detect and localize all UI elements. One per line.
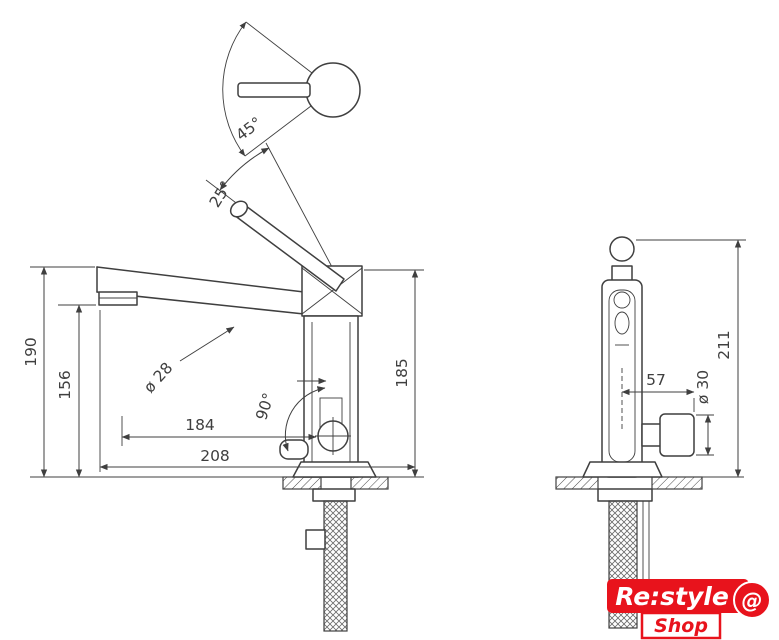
body-detail-circle — [613, 291, 631, 309]
rear-view-dimensions: 57 ø 30 211 — [621, 239, 746, 478]
side-offset-label: 57 — [646, 371, 666, 389]
joint-diagonal-2 — [301, 267, 363, 315]
handle-lever-top-view — [237, 82, 311, 98]
side-outlet-block — [659, 413, 695, 457]
aerator — [98, 291, 138, 306]
counter-section-rear-right — [651, 476, 703, 490]
swivel-angle-label: 45° — [233, 114, 266, 145]
supply-hose — [323, 500, 348, 632]
filter-lever — [279, 439, 309, 460]
inner-reach-label: 184 — [185, 416, 215, 434]
spout-diameter-leader — [179, 326, 235, 362]
body-detail-oval — [614, 311, 630, 335]
counter-section-rear-left — [555, 476, 599, 490]
logo-banner — [607, 579, 749, 613]
swivel-upper-radial-line — [245, 21, 313, 74]
outer-reach-label: 208 — [200, 447, 230, 465]
spout-diameter-label: ø 28 — [140, 359, 176, 396]
base-flange — [292, 461, 377, 478]
shop-logo: Re:style Shop @ — [607, 579, 771, 640]
swivel-arc — [222, 21, 247, 157]
side-view-faucet — [30, 142, 424, 632]
mounting-nut — [305, 529, 326, 550]
side-view-dimensions: 190 156 184 208 185 ø 28 90° 25° — [22, 147, 424, 478]
logo-line1: Re:style — [615, 582, 729, 611]
swivel-lower-radial-line — [244, 105, 312, 157]
logo-shop-box — [640, 611, 722, 640]
counter-section-left — [282, 476, 322, 490]
spout-top-edge — [96, 266, 305, 293]
logo-at-symbol: @ — [742, 589, 763, 613]
rotation-arc-90 — [282, 386, 326, 452]
rear-height-label: 211 — [715, 330, 733, 360]
spout-height-label: 156 — [56, 370, 74, 400]
rear-view-faucet — [555, 236, 744, 629]
side-outlet-neck — [641, 423, 663, 447]
rear-diameter-label: ø 30 — [694, 370, 712, 404]
base-flange-rear — [582, 461, 663, 478]
handle-tilt-limit-line — [265, 142, 341, 283]
handle-tilt-arc — [219, 147, 270, 191]
mounting-washer-rear — [597, 488, 653, 502]
spout-rotation-label: 90° — [252, 391, 278, 423]
handle-knob-rear — [609, 236, 635, 262]
mounting-washer — [312, 488, 356, 502]
total-height-label: 190 — [22, 337, 40, 367]
handle-lever-side-view — [233, 202, 345, 292]
logo-line2: Shop — [654, 615, 708, 637]
handle-knob-top-view — [305, 62, 361, 118]
logo-at-badge — [733, 581, 771, 619]
top-view-handle-swivel: 45° — [222, 21, 361, 157]
body-height-label: 185 — [393, 358, 411, 388]
counter-section-right — [350, 476, 389, 490]
handle-tip — [229, 200, 249, 218]
